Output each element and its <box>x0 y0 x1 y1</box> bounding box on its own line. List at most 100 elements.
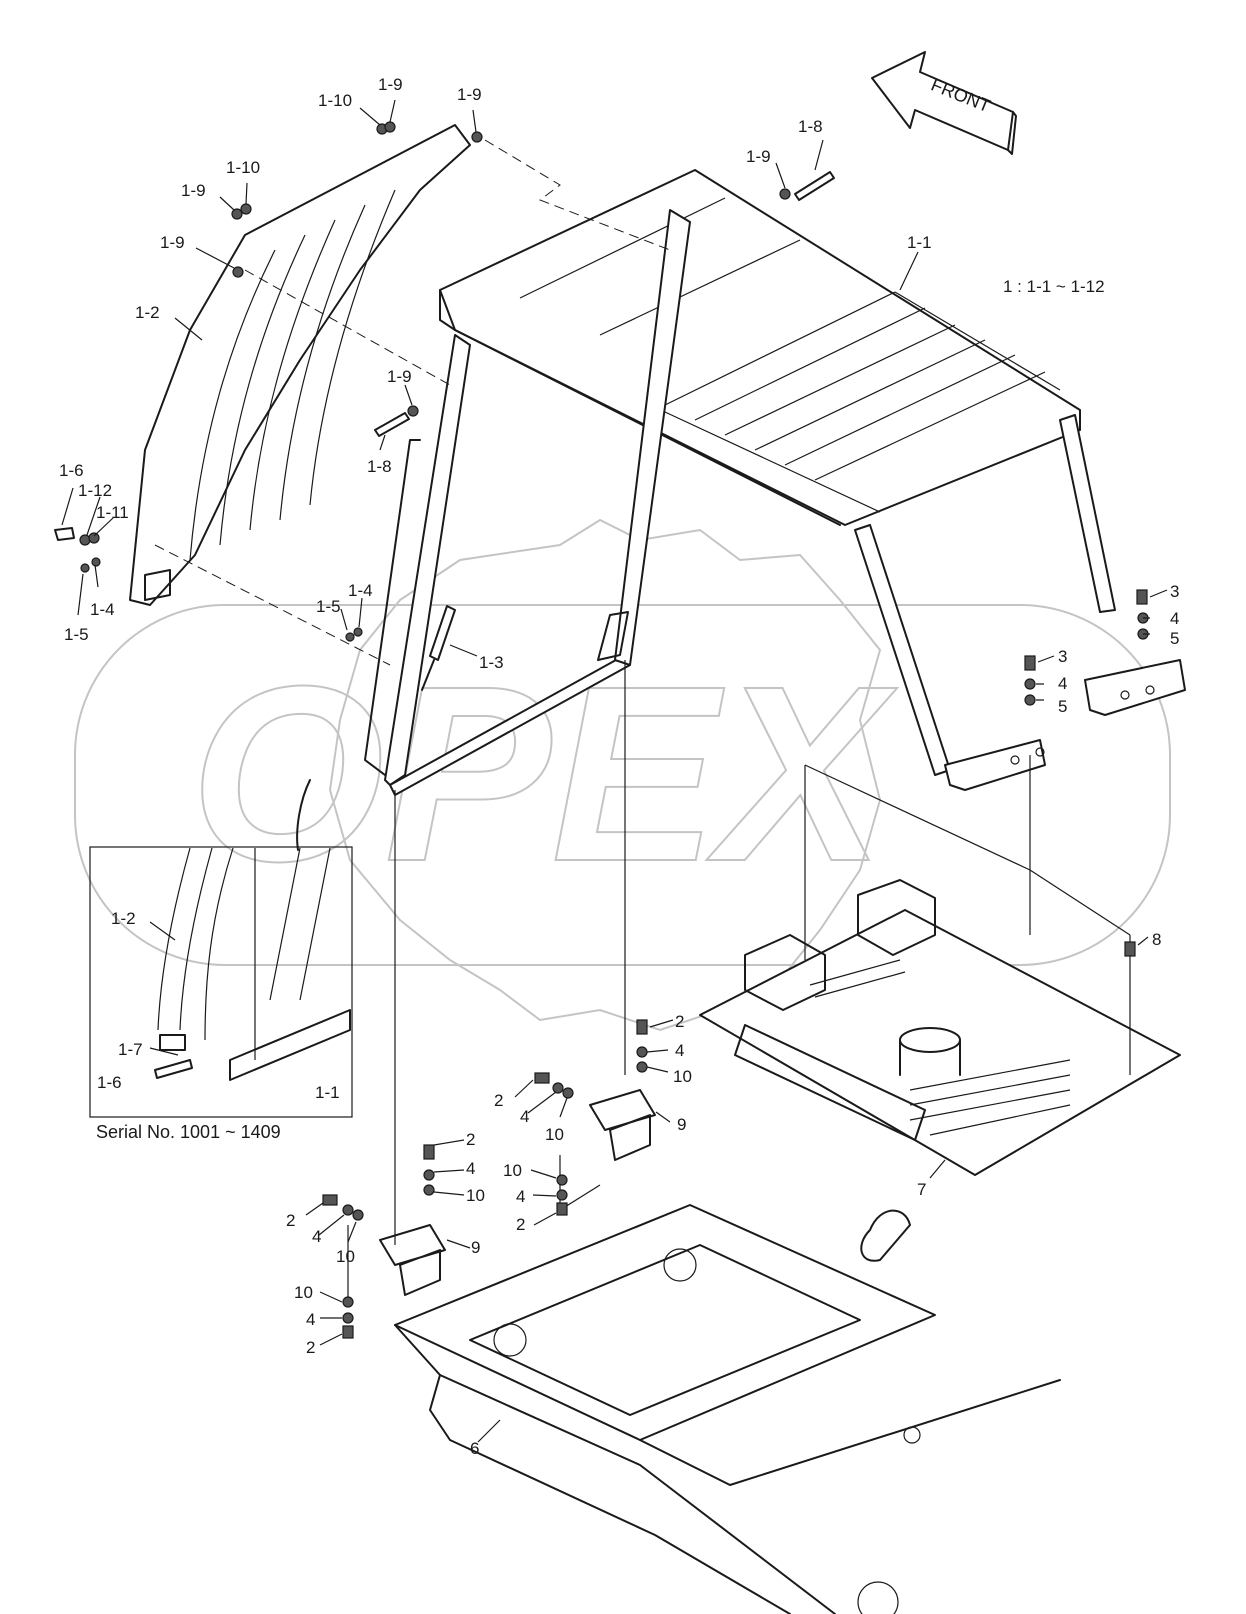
washer-icon <box>342 1296 354 1308</box>
callout-1-12: 1-12 <box>78 481 112 500</box>
lower-mount-bracket <box>379 1224 446 1296</box>
floor-plate-boss <box>899 1027 961 1053</box>
washer-icon <box>240 203 252 215</box>
callout-1-2: 1-2 <box>111 909 136 928</box>
guard-frame <box>129 124 471 606</box>
callout-3: 3 <box>1170 582 1179 601</box>
washer-icon <box>407 405 419 417</box>
callout-1-4: 1-4 <box>90 600 115 619</box>
callout-1-3: 1-3 <box>479 653 504 672</box>
washer-icon <box>1024 694 1036 706</box>
callout-1-4: 1-4 <box>348 581 373 600</box>
front-guard <box>129 124 471 606</box>
base-frame-lower <box>429 1374 791 1614</box>
nut-icon <box>345 632 355 642</box>
callout-10: 10 <box>545 1125 564 1144</box>
washer-icon <box>1024 678 1036 690</box>
callout-9: 9 <box>677 1115 686 1134</box>
callout-1-1: 1-1 <box>907 233 932 252</box>
inset-guard-bars <box>157 847 331 1060</box>
washer-icon <box>423 1184 435 1196</box>
washer-icon <box>636 1046 648 1058</box>
inset-detail: Serial No. 1001 ~ 1409 <box>89 779 353 1142</box>
floor-mount-bracket-rear <box>857 879 936 956</box>
front-right-post <box>614 209 691 666</box>
washer-icon <box>779 188 791 200</box>
callout-1-5: 1-5 <box>316 597 341 616</box>
callout-10: 10 <box>673 1067 692 1086</box>
washer-icon <box>88 532 100 544</box>
base-hole-front <box>903 1426 921 1444</box>
front-direction-arrow: FRONT <box>871 51 1017 155</box>
callout-labels: 1-10 1-9 1-9 1-10 1-9 1-9 1-2 1-8 1-9 1-… <box>59 75 1179 1458</box>
callout-1-9: 1-9 <box>457 85 482 104</box>
callout-4: 4 <box>1058 674 1067 693</box>
base-frame-opening <box>469 1244 861 1416</box>
watermark: OPEX <box>74 518 1171 1032</box>
floor-mount-bracket-front <box>744 934 826 1011</box>
base-frame-top <box>394 1204 936 1441</box>
floor-alignment-lines <box>804 764 1131 936</box>
callout-5: 5 <box>1058 697 1067 716</box>
callout-3: 3 <box>1058 647 1067 666</box>
callout-1-8: 1-8 <box>798 117 823 136</box>
callout-1-9: 1-9 <box>181 181 206 200</box>
bolt-icon <box>636 1019 648 1035</box>
callout-5: 5 <box>1170 629 1179 648</box>
callout-1-11: 1-11 <box>96 503 129 522</box>
bolt-icon <box>322 1194 338 1206</box>
callout-2: 2 <box>494 1091 503 1110</box>
strut-rod <box>421 659 435 691</box>
bolt-icon <box>374 412 410 437</box>
bolt-icon <box>423 1144 435 1160</box>
range-note: 1 : 1-1 ~ 1-12 <box>1003 277 1105 296</box>
base-frame-front <box>639 1379 1061 1486</box>
callout-6: 6 <box>470 1439 479 1458</box>
guard-lower-bracket <box>144 569 171 601</box>
washer-icon <box>636 1061 648 1073</box>
washer-icon <box>556 1189 568 1201</box>
dash-line-top <box>484 139 671 251</box>
callout-10: 10 <box>466 1186 485 1205</box>
bolt-icon <box>1136 589 1148 605</box>
arrow-thickness <box>1007 111 1017 155</box>
washer-icon <box>423 1169 435 1181</box>
upper-mount-bracket <box>589 1089 656 1161</box>
washer-icon <box>342 1312 354 1324</box>
washer-icon <box>471 131 483 143</box>
pin-icon <box>54 527 75 541</box>
arrow-shape <box>871 51 1014 151</box>
washer-icon <box>232 266 244 278</box>
canopy-frame <box>364 169 1186 796</box>
inset-bracket <box>159 1034 186 1051</box>
floor-plate-rail <box>734 1024 926 1141</box>
washer-icon <box>91 557 101 567</box>
callout-9: 9 <box>471 1238 480 1257</box>
callout-1-8: 1-8 <box>367 457 392 476</box>
base-frame-side <box>394 1324 836 1614</box>
callout-2: 2 <box>516 1215 525 1234</box>
inset-bottom-frame <box>229 1009 351 1081</box>
base-frame <box>394 1204 1061 1614</box>
roof-crossbars <box>519 197 801 336</box>
inset-caption: Serial No. 1001 ~ 1409 <box>96 1122 281 1142</box>
bolt-icon <box>342 1325 354 1339</box>
bolt-icon <box>556 1202 568 1216</box>
bolt-icon <box>794 171 835 201</box>
base-hole-lower <box>857 1581 899 1614</box>
callout-2: 2 <box>466 1130 475 1149</box>
washer-icon <box>556 1174 568 1186</box>
callout-1-2: 1-2 <box>135 303 160 322</box>
base-hole-rear <box>663 1248 697 1282</box>
washer-icon <box>79 534 91 546</box>
callout-1-1: 1-1 <box>315 1083 340 1102</box>
bolt-icon <box>534 1072 550 1084</box>
inset-pointer <box>296 779 311 851</box>
callout-7: 7 <box>917 1180 926 1199</box>
leader-lines <box>61 99 1168 1443</box>
base-lug <box>860 1209 911 1262</box>
rear-right-post <box>1059 414 1116 613</box>
front-handle-bar <box>364 439 421 776</box>
canopy-roof <box>439 169 1081 526</box>
nut-icon <box>80 563 90 573</box>
